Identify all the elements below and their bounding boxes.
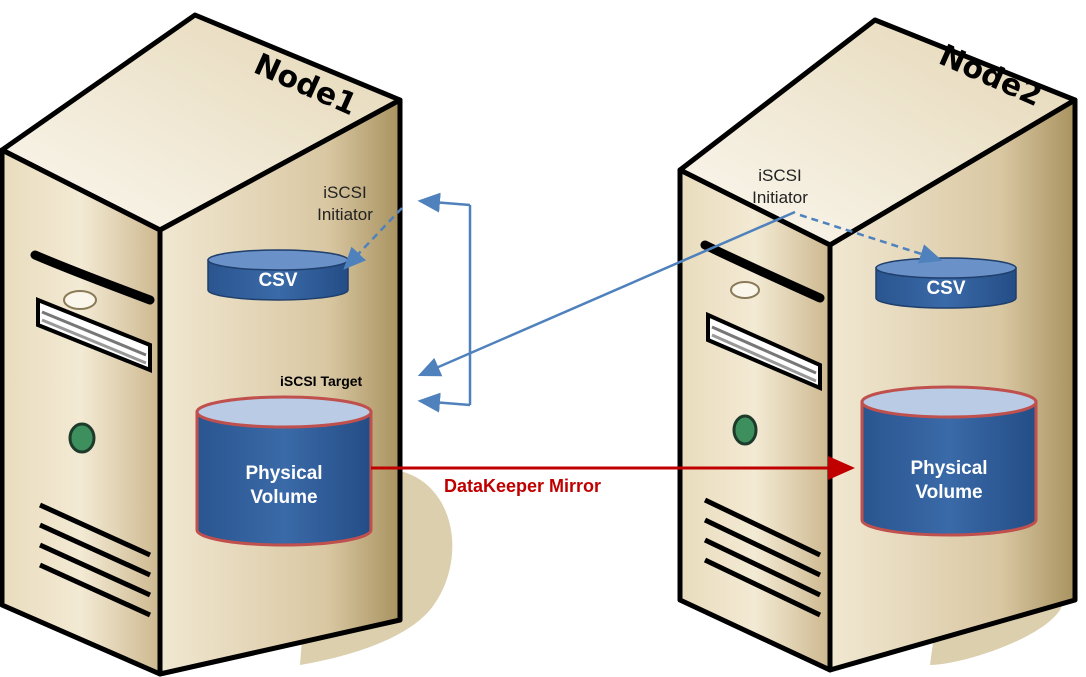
node1-initiator-line1: iSCSI	[323, 183, 367, 202]
node2-initiator-to-csv-link	[799, 213, 943, 264]
node2-csv-disk	[875, 257, 1017, 309]
node2-physical-volume	[860, 385, 1038, 537]
node2-initiator-line2: Initiator	[752, 188, 808, 207]
node1-volume-label: Physical Volume	[197, 462, 371, 510]
node2-volume-line1: Physical	[910, 458, 988, 479]
mirror-label: DataKeeper Mirror	[444, 476, 602, 496]
node1-volume-line1: Physical	[245, 463, 323, 484]
node2-volume-label: Physical Volume	[862, 457, 1036, 505]
node1-target-label: iSCSI Target	[280, 373, 363, 389]
node2-initiator-line1: iSCSI	[758, 166, 802, 185]
node1-csv-label: CSV	[258, 270, 298, 291]
node2-initiator-label: iSCSI Initiator	[740, 165, 820, 209]
node2-initiator-to-node1-target-link	[417, 210, 796, 377]
node1-initiator-to-csv-link	[343, 207, 403, 270]
node2-volume-line2: Volume	[915, 482, 983, 503]
node2-csv-label: CSV	[926, 278, 966, 299]
node1-loopback-bracket	[417, 192, 472, 413]
node1-physical-volume	[195, 395, 373, 547]
node1-csv-disk	[207, 249, 349, 301]
node2-tower	[677, 17, 1078, 673]
node1-initiator-line2: Initiator	[317, 205, 373, 224]
node1-volume-line2: Volume	[250, 487, 318, 508]
node1-initiator-label: iSCSI Initiator	[305, 182, 385, 226]
